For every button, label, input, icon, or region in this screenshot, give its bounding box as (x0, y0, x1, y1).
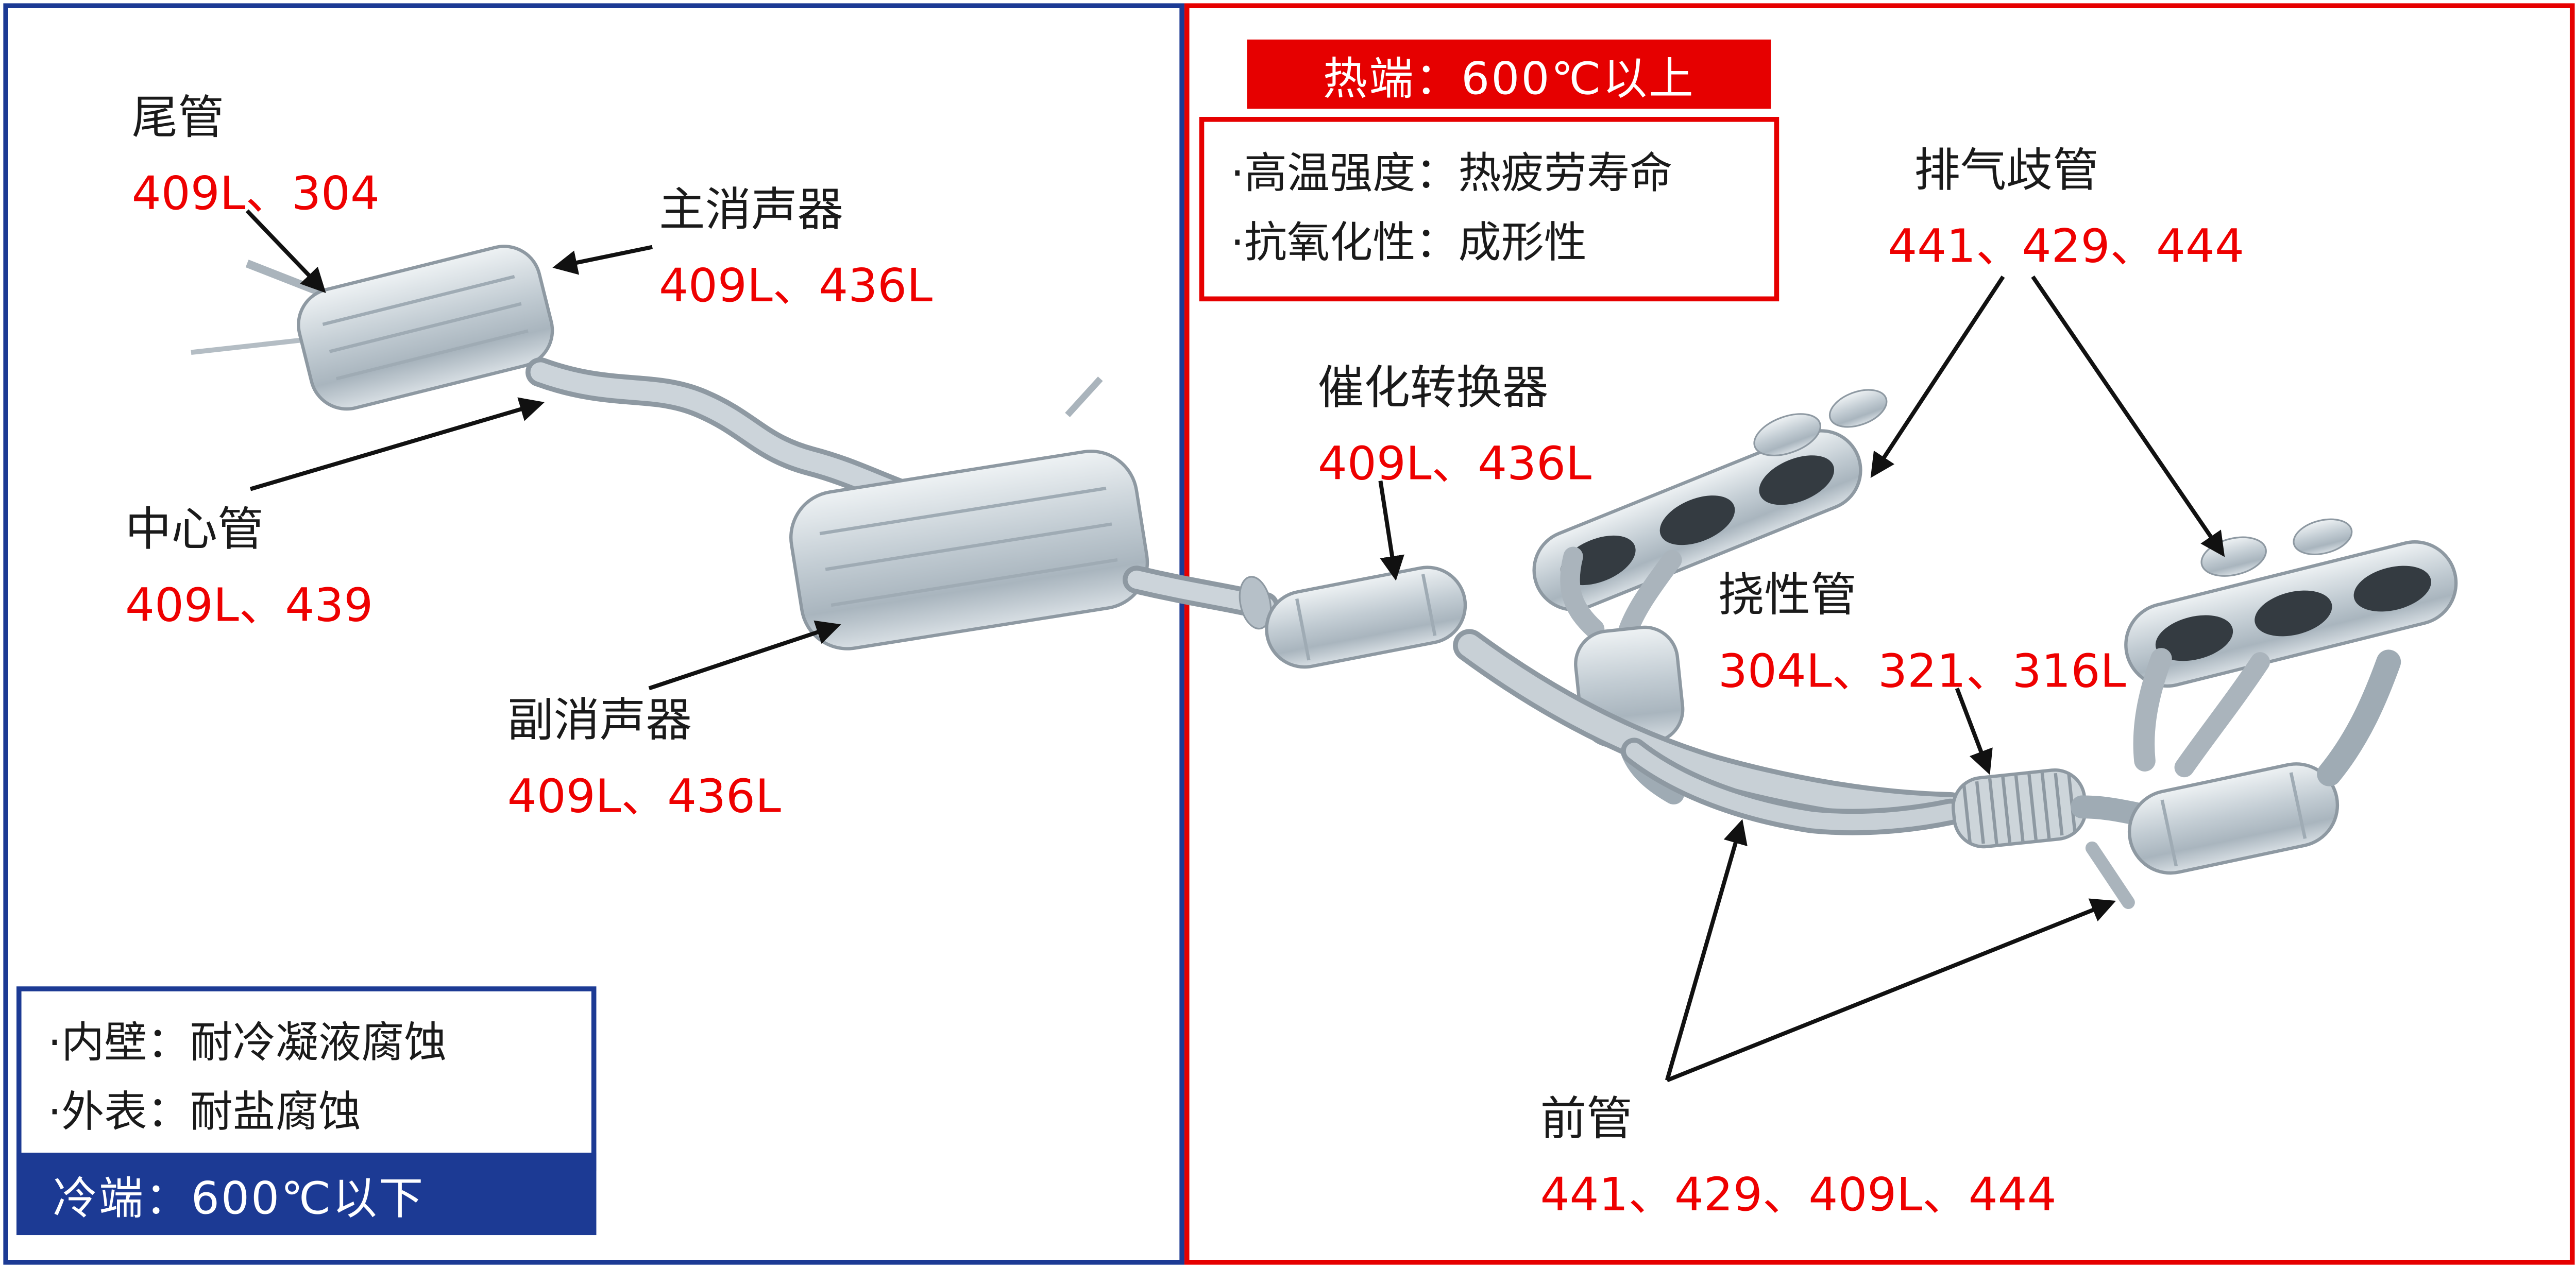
flex-pipe-shape (1951, 768, 2088, 849)
component-materials: 441、429、444 (1888, 219, 2244, 273)
component-materials: 409L、439 (125, 578, 374, 632)
component-materials: 304L、321、316L (1718, 644, 2126, 698)
arrow-exhaust-manifold-right (2031, 275, 2225, 557)
component-name: 挠性管 (1718, 568, 1857, 623)
cold-end-note-line: ·外表：耐盐腐蚀 (47, 1088, 362, 1138)
cold-end-header: 冷端：600℃以下 (16, 1153, 597, 1236)
label-front-pipe: 前管 441、429、409L、444 (1540, 1084, 2057, 1225)
cold-end-notes-box: ·内壁：耐冷凝液腐蚀 ·外表：耐盐腐蚀 (16, 986, 597, 1172)
arrow-exhaust-manifold-left (1870, 275, 2005, 478)
hot-end-header-text: 热端：600℃以上 (1323, 53, 1695, 105)
center-exhaust-manifold-shape (1532, 389, 1888, 804)
label-tail-pipe: 尾管 409L、304 (132, 82, 380, 224)
label-sub-muffler: 副消声器 409L、436L (507, 685, 781, 827)
component-materials: 441、429、409L、444 (1540, 1167, 2057, 1222)
sub-muffler-shape (789, 376, 1279, 650)
label-flexible-pipe: 挠性管 304L、321、316L (1718, 560, 2126, 701)
cold-end-note-line: ·内壁：耐冷凝液腐蚀 (47, 1019, 447, 1069)
arrow-center-pipe (249, 397, 545, 491)
arrow-main-muffler (552, 245, 653, 275)
arrow-tail-pipe (245, 209, 326, 293)
component-name: 副消声器 (507, 693, 692, 748)
component-materials: 409L、436L (658, 258, 933, 313)
component-materials: 409L、436L (507, 769, 781, 824)
label-catalytic-converter: 催化转换器 409L、436L (1318, 352, 1591, 494)
center-pipe-shape (525, 357, 924, 512)
label-center-pipe: 中心管 409L、439 (125, 494, 373, 636)
label-exhaust-manifold: 排气歧管 441、429、444 (1888, 135, 2244, 277)
label-main-muffler: 主消声器 409L、436L (659, 175, 933, 316)
hot-end-header: 热端：600℃以上 (1247, 39, 1771, 109)
front-pipe-shape (1453, 629, 2135, 909)
catalytic-converter-shape (1265, 566, 1467, 669)
component-name: 前管 (1540, 1091, 1633, 1146)
arrow-catalytic-converter (1378, 481, 1404, 581)
hot-end-note-line: ·抗氧化性：成形性 (1230, 219, 1587, 269)
component-name: 催化转换器 (1317, 361, 1549, 415)
component-name: 尾管 (131, 90, 224, 145)
cold-end-header-text: 冷端：600℃以下 (53, 1173, 425, 1225)
component-materials: 409L、304 (131, 166, 380, 221)
hot-end-note-line: ·高温强度：热疲劳寿命 (1230, 149, 1673, 199)
component-name: 主消声器 (658, 182, 844, 237)
arrow-front-pipe-right (1666, 898, 2116, 1083)
component-name: 中心管 (125, 502, 264, 557)
right-catalytic-converter-shape (2071, 649, 2401, 875)
right-exhaust-manifold-shape (2124, 518, 2458, 778)
component-name: 排气歧管 (1914, 143, 2099, 198)
arrow-sub-muffler (648, 620, 841, 691)
arrow-front-pipe-left (1665, 819, 1748, 1081)
arrow-flexible-pipe (1955, 688, 1993, 775)
rear-muffler-shape (191, 245, 554, 411)
component-materials: 409L、436L (1317, 436, 1591, 491)
hot-end-notes-box: ·高温强度：热疲劳寿命 ·抗氧化性：成形性 (1199, 117, 1780, 302)
